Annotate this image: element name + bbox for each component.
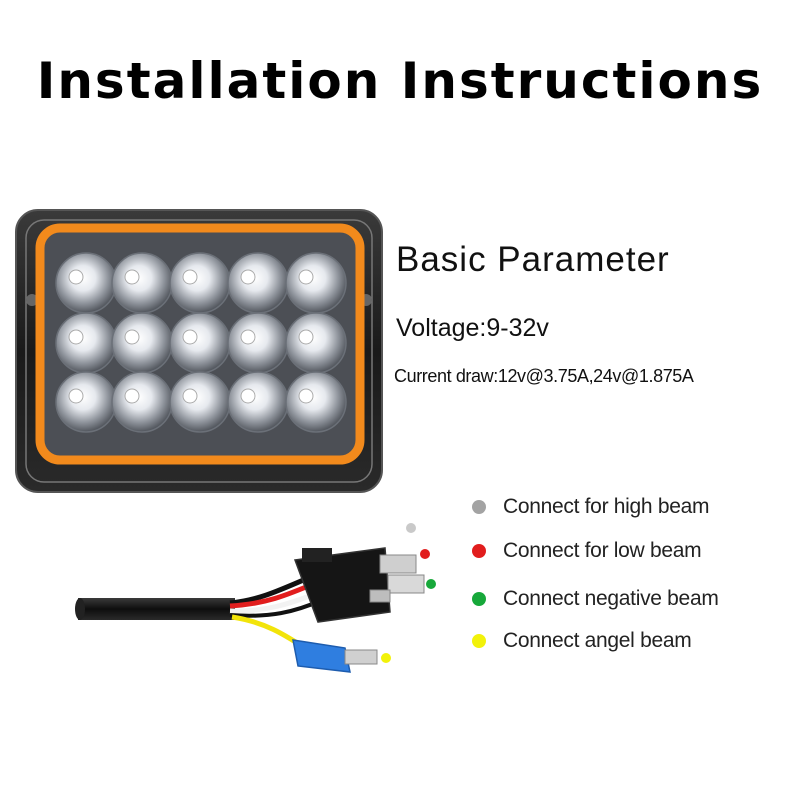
legend-label: Connect for high beam — [503, 495, 710, 518]
voltage-spec: Voltage:9-32v — [396, 314, 549, 342]
legend-dot-icon — [472, 592, 486, 606]
reflector-cup — [55, 312, 117, 374]
page-title: Installation Instructions — [36, 52, 764, 110]
reflector-cup — [169, 312, 231, 374]
parameters-heading: Basic Parameter — [396, 240, 670, 279]
high-beam-dot — [406, 523, 416, 533]
led-chip-icon — [124, 329, 140, 345]
reflector-cup — [227, 252, 289, 314]
led-array — [55, 252, 347, 433]
reflector-cup — [55, 371, 117, 433]
low-beam-dot — [420, 549, 430, 559]
legend-label: Connect for low beam — [503, 539, 702, 562]
legend-label: Connect negative beam — [503, 587, 719, 610]
led-chip-icon — [68, 388, 84, 404]
led-chip-icon — [182, 329, 198, 345]
led-chip-icon — [298, 269, 314, 285]
led-chip-icon — [298, 388, 314, 404]
reflector-cup — [111, 371, 173, 433]
current-draw-spec: Current draw:12v@3.75A,24v@1.875A — [394, 366, 694, 386]
wiring-harness — [75, 523, 436, 673]
reflector-cup — [227, 371, 289, 433]
legend-dot-icon — [472, 634, 486, 648]
legend-dot-icon — [472, 500, 486, 514]
reflector-cup — [55, 252, 117, 314]
led-chip-icon — [124, 388, 140, 404]
reflector-cup — [169, 252, 231, 314]
led-chip-icon — [124, 269, 140, 285]
reflector-cup — [285, 371, 347, 433]
led-chip-icon — [298, 329, 314, 345]
led-chip-icon — [68, 329, 84, 345]
led-chip-icon — [240, 269, 256, 285]
legend-item-angel-beam: Connect angel beam — [472, 627, 692, 655]
legend-item-low-beam: Connect for low beam — [472, 537, 702, 565]
led-chip-icon — [68, 269, 84, 285]
led-chip-icon — [240, 329, 256, 345]
legend-item-negative: Connect negative beam — [472, 585, 719, 613]
led-chip-icon — [182, 388, 198, 404]
reflector-cup — [111, 252, 173, 314]
reflector-cup — [285, 312, 347, 374]
angel-beam-dot — [381, 653, 391, 663]
negative-dot — [426, 579, 436, 589]
led-chip-icon — [182, 269, 198, 285]
reflector-cup — [227, 312, 289, 374]
legend-dot-icon — [472, 544, 486, 558]
reflector-cup — [285, 252, 347, 314]
legend-label: Connect angel beam — [503, 629, 692, 652]
reflector-cup — [169, 371, 231, 433]
mount-screw-icon — [26, 294, 38, 306]
led-chip-icon — [240, 388, 256, 404]
legend-item-high-beam: Connect for high beam — [472, 493, 709, 521]
reflector-cup — [111, 312, 173, 374]
